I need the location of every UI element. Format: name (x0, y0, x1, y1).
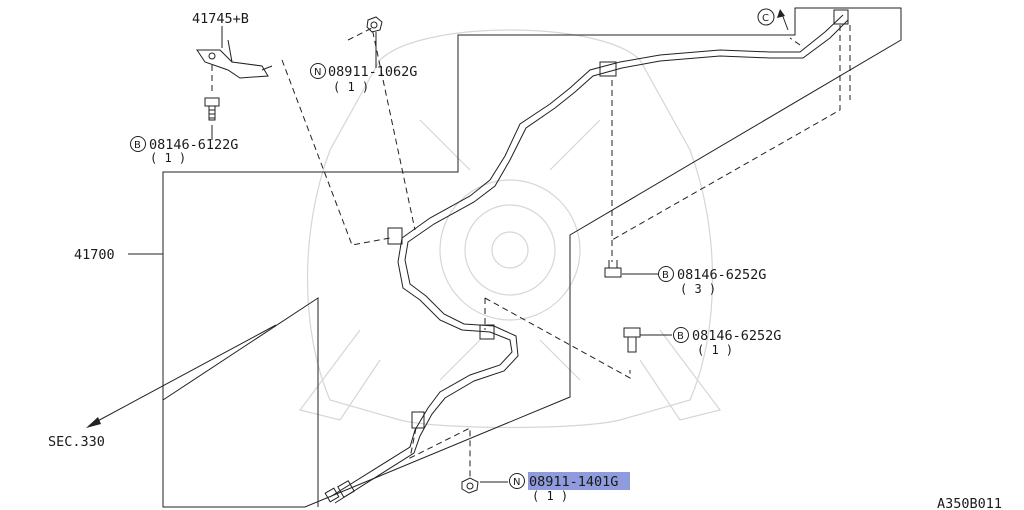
connector-marker-c: C (757, 8, 789, 31)
label-08146-6122G: B 08146-6122G ( 1 ) (130, 136, 238, 165)
label-08146-6252G-1: B 08146-6252G ( 1 ) (673, 327, 781, 357)
svg-text:41700: 41700 (74, 247, 115, 263)
label-08146-6252G-3: B 08146-6252G ( 3 ) (658, 266, 766, 296)
svg-text:08911-1062G: 08911-1062G (328, 64, 417, 80)
svg-text:41745+B: 41745+B (192, 11, 249, 27)
svg-text:08146-6252G: 08146-6252G (677, 267, 766, 283)
figure-code: A350B011 (937, 496, 1002, 510)
brake-pipe (329, 14, 849, 504)
solid-leaders (128, 26, 672, 483)
svg-text:SEC.330: SEC.330 (48, 434, 105, 450)
svg-text:B: B (134, 140, 141, 151)
svg-text:08911-1401G: 08911-1401G (529, 474, 618, 490)
pipe-clip-fittings (324, 9, 849, 503)
watermark-emblem (298, 29, 722, 429)
svg-text:B: B (662, 270, 669, 281)
svg-text:B: B (677, 331, 684, 342)
svg-text:( 1 ): ( 1 ) (333, 80, 369, 94)
label-41745: 41745+B (192, 11, 249, 27)
label-08911-1062G: N 08911-1062G ( 1 ) (310, 63, 417, 94)
inner-outline (162, 297, 319, 507)
label-08911-1401G[interactable]: N 08911-1401G ( 1 ) (509, 472, 631, 503)
bolt-08146-6252G-b-icon (623, 327, 641, 353)
bracket-part (196, 39, 273, 79)
svg-text:( 1 ): ( 1 ) (532, 489, 568, 503)
bolt-08146-6252G-icon (604, 260, 622, 278)
svg-text:( 3 ): ( 3 ) (680, 282, 716, 296)
nut-08911-1401G-icon (461, 477, 479, 494)
bolt-08146-6122G-icon (204, 97, 220, 121)
dashed-leaders (211, 25, 851, 478)
svg-text:C: C (762, 13, 769, 24)
svg-text:A350B011: A350B011 (937, 496, 1002, 510)
svg-text:08146-6252G: 08146-6252G (692, 328, 781, 344)
highlight-box (528, 472, 630, 490)
sec330-arrow (86, 324, 277, 428)
svg-text:N: N (314, 67, 321, 78)
nut-08911-1062G-icon (366, 16, 383, 33)
svg-text:( 1 ): ( 1 ) (697, 343, 733, 357)
svg-text:08146-6122G: 08146-6122G (149, 137, 238, 153)
label-sec330: SEC.330 (48, 434, 105, 450)
svg-text:( 1 ): ( 1 ) (150, 151, 186, 165)
svg-text:N: N (513, 477, 520, 488)
assembly-outline (162, 7, 902, 508)
label-41700: 41700 (74, 247, 115, 263)
